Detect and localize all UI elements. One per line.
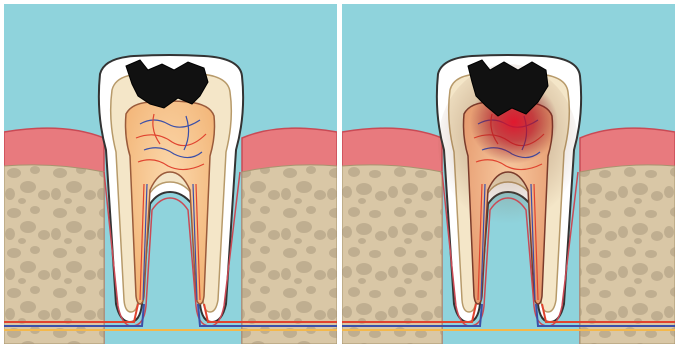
- tooth-cross-section-left: [4, 4, 337, 344]
- panel-caries-reaching-pulp: [342, 4, 675, 344]
- panel-caries-in-dentin: [4, 4, 337, 344]
- tooth-cross-section-right: [342, 4, 675, 344]
